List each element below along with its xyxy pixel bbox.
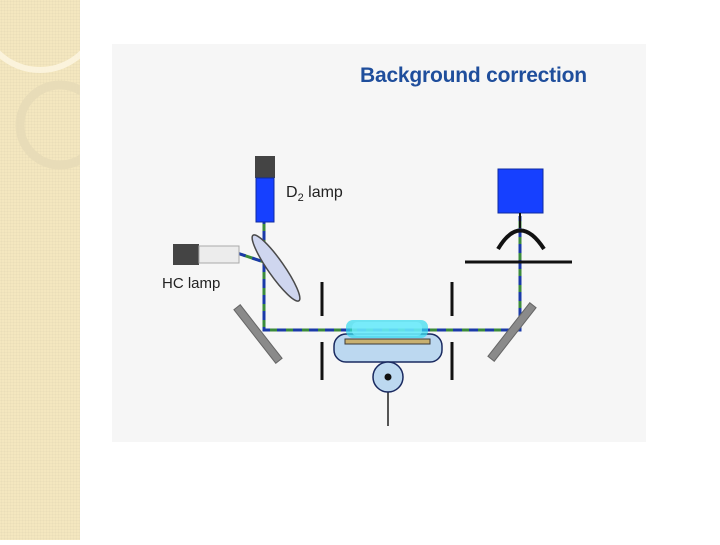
d2-lamp-base <box>255 156 275 178</box>
d2-suffix: lamp <box>303 184 343 201</box>
d2-subscript: 2 <box>297 192 304 205</box>
d2-lamp-label: D2 lamp <box>286 184 343 204</box>
d2-lamp <box>255 156 275 223</box>
burner-head <box>344 338 431 345</box>
beam-combiner-disc <box>251 234 301 302</box>
spray-chamber <box>333 333 443 363</box>
diagram-title: Background correction <box>360 64 587 87</box>
hc-lamp-base <box>173 244 199 265</box>
d2-lamp-body <box>255 177 275 223</box>
detector-box <box>497 168 544 214</box>
hc-lamp-label: HC lamp <box>162 275 221 292</box>
hc-lamp-body <box>198 245 240 264</box>
right-mirror <box>487 302 537 362</box>
slits <box>320 282 454 380</box>
hc-lamp <box>173 244 240 265</box>
left-mirror <box>233 304 283 364</box>
monochromator-arc <box>496 228 546 251</box>
atomizer <box>333 320 443 426</box>
flame-core <box>352 322 422 336</box>
nebulizer-hub <box>384 373 392 381</box>
d2-prefix: D <box>286 184 298 201</box>
detector <box>465 168 572 264</box>
decorative-sidebar <box>0 0 105 540</box>
